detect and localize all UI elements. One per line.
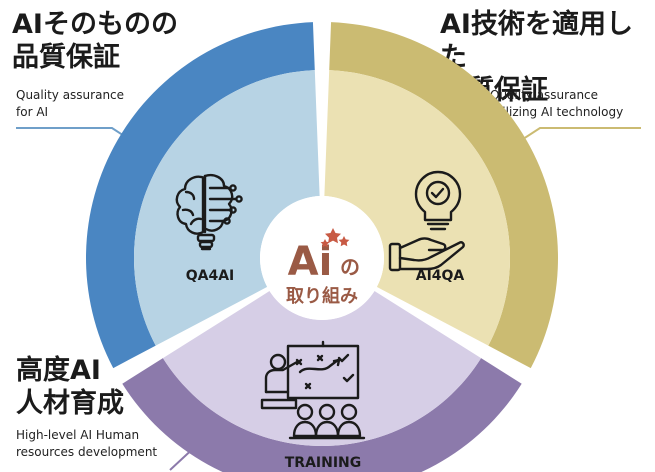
- qa4ai-label: QA4AI: [186, 268, 235, 284]
- center-no-text: の: [340, 255, 360, 279]
- training-subtitle-line1: High-level AI Human: [16, 428, 140, 442]
- ai4qa-subtitle-line1: Quality assurance: [490, 88, 599, 102]
- qa4ai-subtitle-line1: Quality assurance: [16, 88, 125, 102]
- center-subtitle: 取り組み: [286, 285, 358, 307]
- qa4ai-inner-ring: [134, 70, 320, 346]
- qa4ai-subtitle-line2: for AI: [16, 105, 49, 119]
- star-icon: [320, 228, 350, 248]
- qa4ai-outer-ring: [85, 22, 315, 369]
- training-heading: 高度AI 人材育成: [16, 354, 124, 420]
- ai4qa-outer-ring: [329, 22, 558, 369]
- center-circle: [260, 196, 384, 320]
- qa4ai-subtitle: Quality assurance for AI: [16, 87, 124, 121]
- ai4qa-inner-ring: [324, 70, 511, 346]
- ai4qa-heading-line1: AI技術を適用した: [440, 9, 633, 73]
- training-label: TRAINING: [285, 455, 362, 471]
- ai4qa-subtitle: Quality assurance utilizing AI technolog…: [490, 87, 623, 121]
- ai4qa-label: AI4QA: [416, 268, 465, 284]
- classroom-icon: [260, 340, 366, 440]
- training-outer-ring: [122, 358, 522, 472]
- hand-bulb-icon: [388, 170, 465, 272]
- ai4qa-subtitle-line2: utilizing AI technology: [490, 105, 624, 119]
- center-ai-text: Ai: [288, 239, 333, 285]
- center-logo: Ai の 取り組み: [286, 228, 360, 307]
- training-subtitle-line2: resources development: [16, 445, 158, 459]
- brain-bulb-icon: [175, 173, 243, 251]
- ai4qa-heading: AI技術を適用した 品質保証: [440, 8, 655, 107]
- training-heading-line1: 高度AI: [16, 355, 101, 386]
- training-subtitle: High-level AI Human resources developmen…: [16, 427, 157, 461]
- qa4ai-heading-line2: 品質保証: [12, 42, 120, 73]
- training-heading-line2: 人材育成: [16, 388, 124, 419]
- qa4ai-heading-line1: AIそのものの: [12, 9, 178, 40]
- qa4ai-heading: AIそのものの 品質保証: [12, 8, 178, 74]
